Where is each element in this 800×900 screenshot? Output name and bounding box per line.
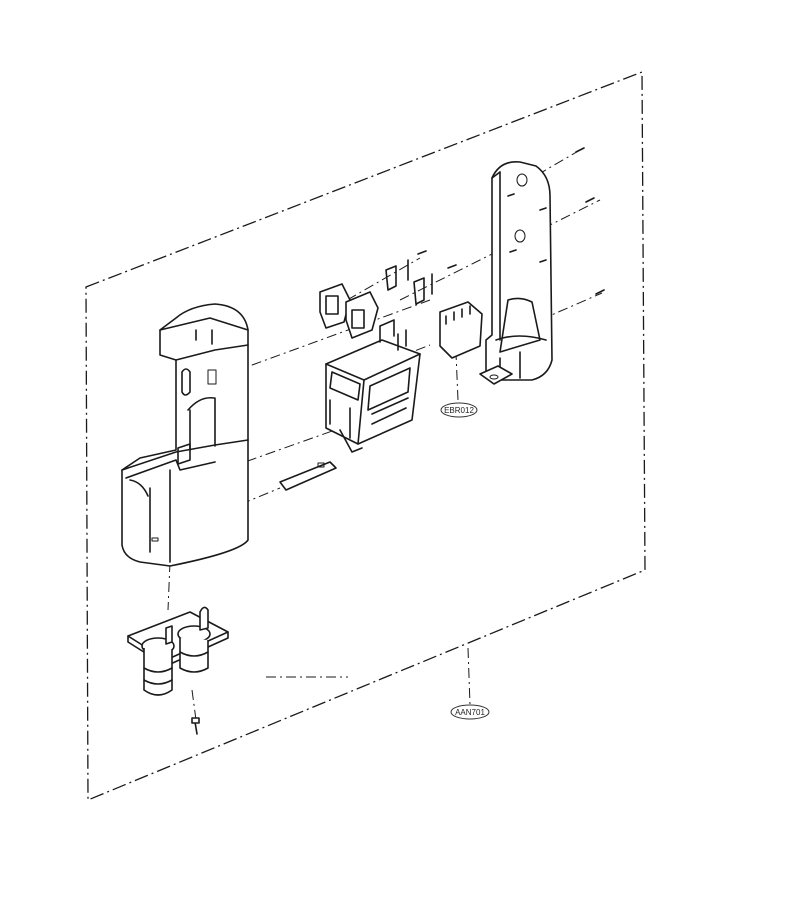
- callout-label-ebr012: EBR012: [444, 406, 474, 415]
- screws: [417, 147, 605, 295]
- bracket-parts: [319, 283, 379, 339]
- callout-tray-assembly: AAN701: [450, 704, 490, 720]
- slider-plate: [279, 461, 337, 491]
- center-cartridge: [325, 319, 421, 453]
- side-panel: [479, 161, 553, 385]
- assembly-boundary: [85, 71, 646, 801]
- callout-label-aan701: AAN701: [455, 708, 485, 717]
- nozzle-assembly: [127, 606, 229, 696]
- bottom-screw: [191, 717, 200, 735]
- main-housing: [121, 303, 249, 567]
- spring-clips: [385, 259, 433, 305]
- callout-front-cover: EBR012: [440, 402, 478, 418]
- explosion-leaders: [167, 149, 603, 721]
- front-cover-plate: [439, 301, 483, 359]
